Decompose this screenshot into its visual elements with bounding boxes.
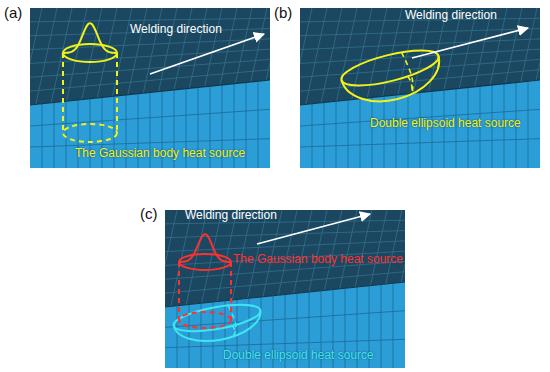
gaussian-heat-source bbox=[179, 234, 231, 328]
front-face bbox=[300, 80, 540, 168]
meshed-plate bbox=[260, 8, 550, 168]
plate-edge bbox=[30, 80, 270, 105]
panel-label: (a) bbox=[4, 4, 22, 22]
panel-label: (c) bbox=[140, 205, 158, 223]
gaussian-heat-source bbox=[63, 23, 117, 142]
front-mesh bbox=[300, 81, 540, 168]
direction-label: Welding direction bbox=[130, 22, 222, 36]
meshed-plate bbox=[0, 8, 327, 168]
panel-label: (b) bbox=[274, 4, 292, 22]
direction-arrow bbox=[412, 28, 528, 58]
plate-edge bbox=[165, 282, 405, 307]
double-ellipsoid-heat-source bbox=[172, 300, 264, 348]
heat-source-label: Double ellipsoid heat source bbox=[370, 116, 521, 130]
front-mesh bbox=[165, 283, 405, 368]
plate-edge bbox=[300, 80, 540, 105]
heat-source-label: The Gaussian body heat source bbox=[75, 146, 245, 160]
meshed-plate bbox=[125, 210, 462, 368]
direction-label: Welding direction bbox=[405, 8, 497, 22]
front-mesh bbox=[30, 81, 270, 168]
heat-source-label: The Gaussian body heat source bbox=[233, 252, 403, 266]
heat-source-label: Double ellipsoid heat source bbox=[223, 348, 374, 362]
direction-arrow bbox=[150, 34, 264, 74]
front-face bbox=[30, 80, 270, 168]
front-face bbox=[165, 282, 405, 368]
direction-label: Welding direction bbox=[185, 208, 277, 222]
